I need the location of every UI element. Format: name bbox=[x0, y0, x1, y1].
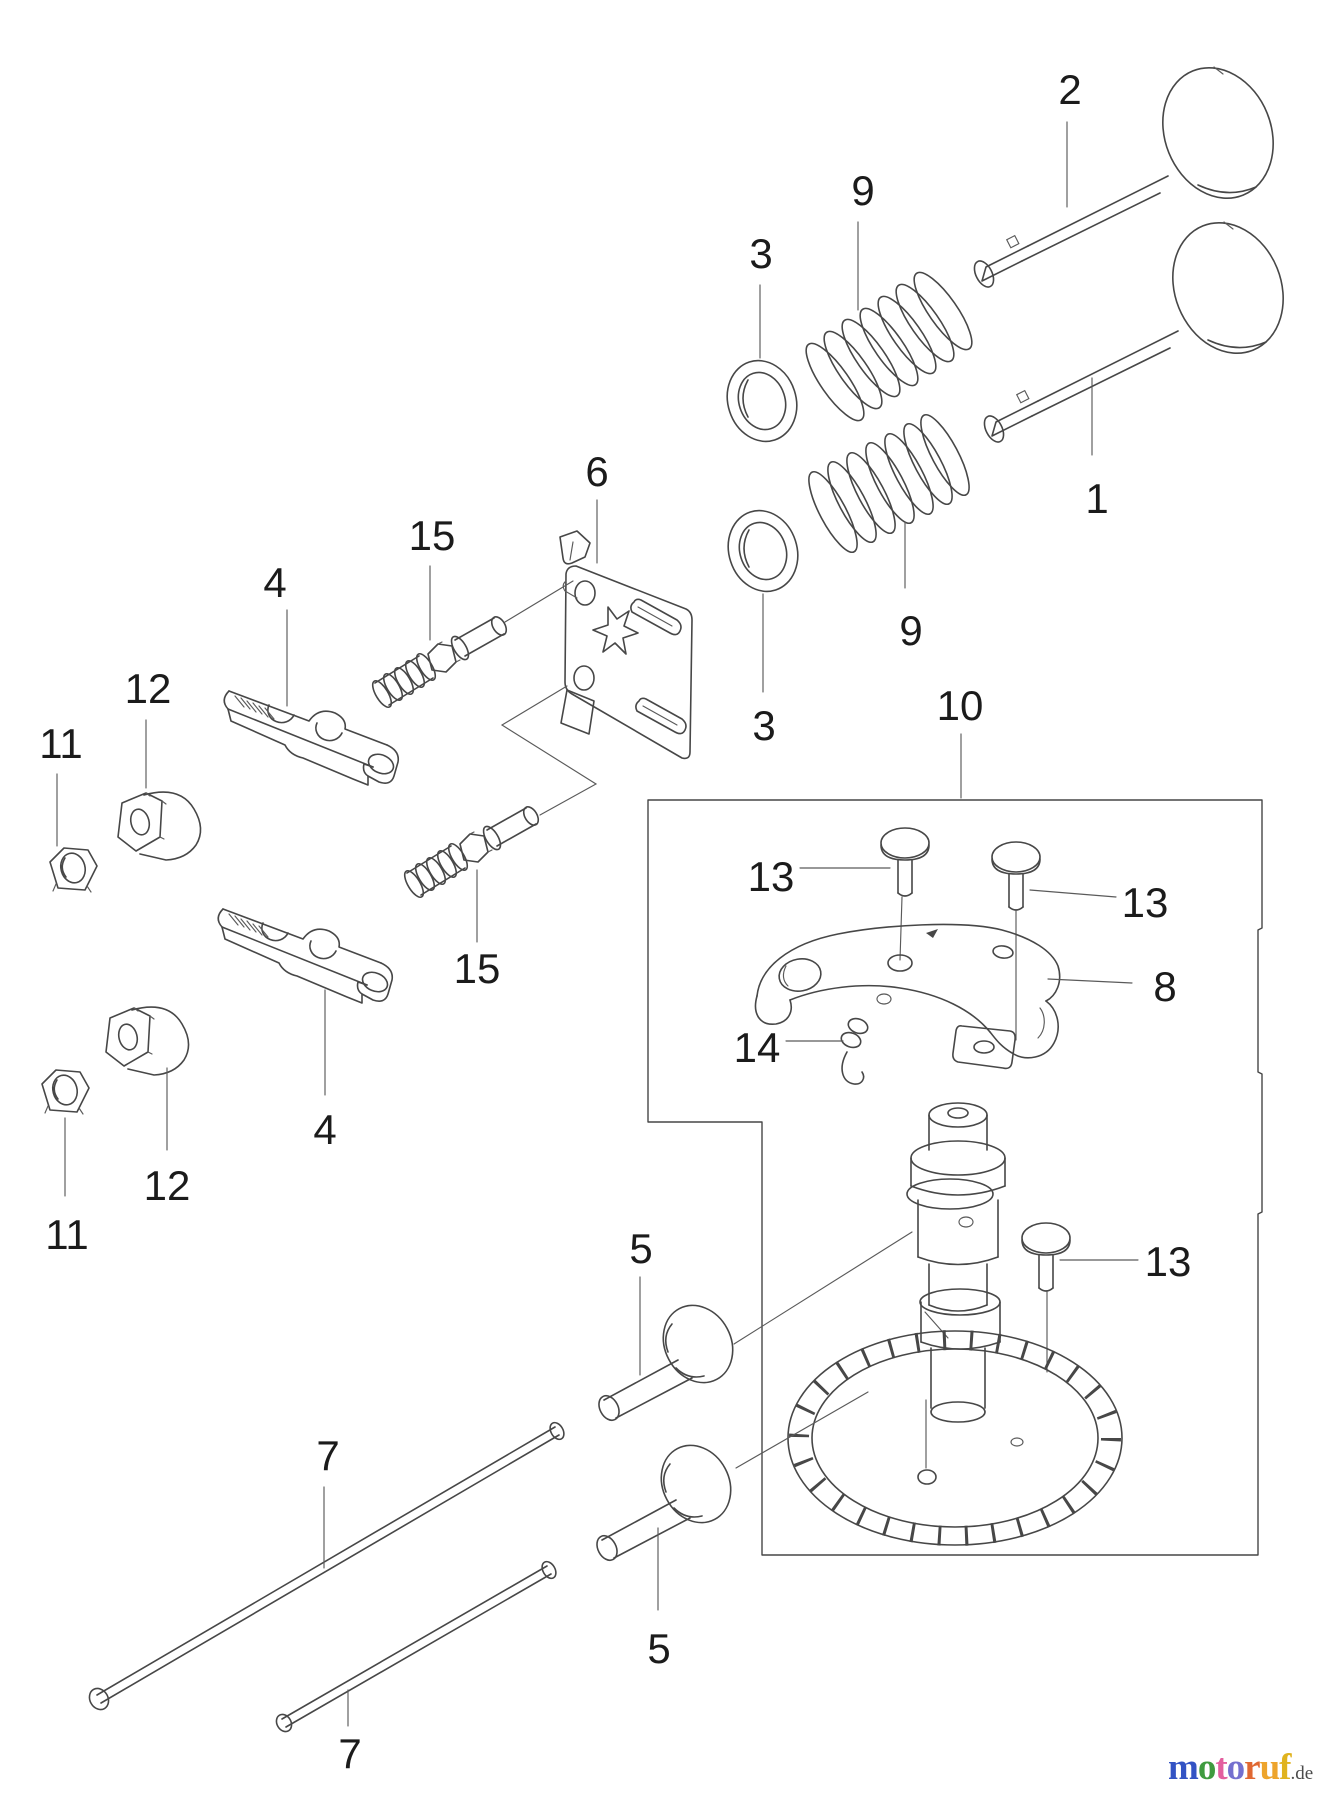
part-15-stud-lower bbox=[400, 803, 543, 901]
part-9-valve-spring-upper bbox=[805, 271, 973, 422]
watermark-motoruf-logo[interactable]: motoruf.de bbox=[1168, 1746, 1313, 1789]
callout-label: 7 bbox=[316, 1432, 339, 1479]
callout-15-lower: 15 bbox=[454, 869, 501, 992]
callout-15-upper: 15 bbox=[409, 512, 456, 641]
callout-label: 13 bbox=[748, 853, 795, 900]
watermark-letter: f bbox=[1279, 1747, 1291, 1788]
callout-label: 3 bbox=[749, 230, 772, 277]
callout-label: 10 bbox=[937, 682, 984, 729]
callout-8: 8 bbox=[1047, 963, 1177, 1010]
callout-3-upper: 3 bbox=[749, 230, 773, 359]
callout-label: 6 bbox=[585, 448, 608, 495]
part-7-push-rod-lower bbox=[275, 1560, 557, 1733]
part-4-rocker-arm-lower bbox=[217, 908, 394, 1004]
part-3-spring-retainer-upper bbox=[726, 359, 798, 443]
part-12-pivot-lower bbox=[105, 1006, 190, 1076]
part-15-stud-upper bbox=[368, 613, 511, 711]
part-11-nut-upper bbox=[49, 847, 98, 893]
part-9-valve-spring-lower bbox=[808, 414, 970, 553]
callout-label: 11 bbox=[45, 1211, 89, 1258]
callout-3-lower: 3 bbox=[752, 593, 776, 749]
part-11-nut-lower bbox=[41, 1069, 90, 1115]
callout-4-lower: 4 bbox=[313, 989, 337, 1153]
callout-label: 2 bbox=[1058, 66, 1081, 113]
callout-label: 9 bbox=[899, 607, 922, 654]
callout-10: 10 bbox=[937, 682, 984, 799]
callout-6: 6 bbox=[585, 448, 609, 564]
callout-7-upper: 7 bbox=[316, 1432, 340, 1569]
callout-9-upper: 9 bbox=[851, 167, 875, 311]
part-1-valve bbox=[979, 205, 1304, 446]
callout-label: 9 bbox=[851, 167, 874, 214]
part-camshaft bbox=[787, 1102, 1123, 1546]
callout-1: 1 bbox=[1085, 377, 1109, 522]
callout-label: 14 bbox=[734, 1024, 781, 1071]
watermark-letter: o bbox=[1226, 1747, 1245, 1788]
callout-label: 4 bbox=[313, 1106, 336, 1153]
watermark-letter: r bbox=[1244, 1747, 1260, 1788]
watermark-letter: u bbox=[1259, 1747, 1281, 1788]
alignment-line-tappet-lower bbox=[735, 1391, 869, 1469]
callout-14: 14 bbox=[734, 1024, 844, 1071]
callout-11-upper: 11 bbox=[39, 720, 83, 847]
callout-label: 5 bbox=[629, 1225, 652, 1272]
camshaft-group-box bbox=[647, 799, 1263, 1556]
part-13-bolt-b bbox=[991, 841, 1041, 1041]
callout-label: 7 bbox=[338, 1730, 361, 1777]
alignment-line-tappet-upper bbox=[733, 1231, 913, 1345]
callout-5-lower: 5 bbox=[647, 1527, 671, 1672]
callout-label: 12 bbox=[125, 665, 172, 712]
part-3-spring-retainer-lower bbox=[727, 509, 799, 593]
callout-label: 12 bbox=[144, 1162, 191, 1209]
callout-label: 15 bbox=[409, 512, 456, 559]
callout-7-lower: 7 bbox=[338, 1689, 362, 1777]
callout-label: 4 bbox=[263, 559, 286, 606]
watermark-letter: o bbox=[1197, 1747, 1216, 1788]
part-6-guide-plate bbox=[500, 530, 693, 816]
part-2-valve bbox=[969, 50, 1294, 291]
part-5-tappet-lower bbox=[592, 1432, 745, 1565]
callout-5-upper: 5 bbox=[629, 1225, 653, 1376]
part-13-bolt-a bbox=[880, 827, 930, 961]
part-14-spring bbox=[840, 1017, 869, 1085]
callout-11-lower: 11 bbox=[45, 1117, 89, 1258]
callout-9-lower: 9 bbox=[899, 521, 923, 654]
callout-2: 2 bbox=[1058, 66, 1082, 208]
watermark-letter: t bbox=[1215, 1747, 1227, 1788]
part-7-push-rod-upper bbox=[88, 1421, 565, 1711]
callout-13-a: 13 bbox=[748, 853, 891, 900]
callout-label: 8 bbox=[1153, 963, 1176, 1010]
callout-label: 3 bbox=[752, 702, 775, 749]
watermark-suffix: .de bbox=[1290, 1763, 1314, 1784]
part-12-pivot-upper bbox=[117, 791, 202, 861]
part-5-tappet-upper bbox=[594, 1292, 747, 1425]
part-4-rocker-arm-upper bbox=[223, 690, 400, 786]
callout-label: 11 bbox=[39, 720, 83, 767]
part-13-bolt-c bbox=[1021, 1222, 1071, 1373]
part-8-advance-weight bbox=[754, 923, 1061, 1070]
callout-label: 1 bbox=[1085, 475, 1108, 522]
callout-label: 13 bbox=[1122, 879, 1169, 926]
callout-12-upper: 12 bbox=[125, 665, 172, 789]
callout-4-upper: 4 bbox=[263, 559, 288, 707]
callout-label: 15 bbox=[454, 945, 501, 992]
callout-label: 5 bbox=[647, 1625, 670, 1672]
watermark-letter: m bbox=[1168, 1747, 1199, 1788]
callout-13-c: 13 bbox=[1059, 1238, 1192, 1285]
callout-label: 13 bbox=[1145, 1238, 1192, 1285]
callout-12-lower: 12 bbox=[144, 1067, 191, 1209]
callout-13-b: 13 bbox=[1029, 879, 1169, 926]
